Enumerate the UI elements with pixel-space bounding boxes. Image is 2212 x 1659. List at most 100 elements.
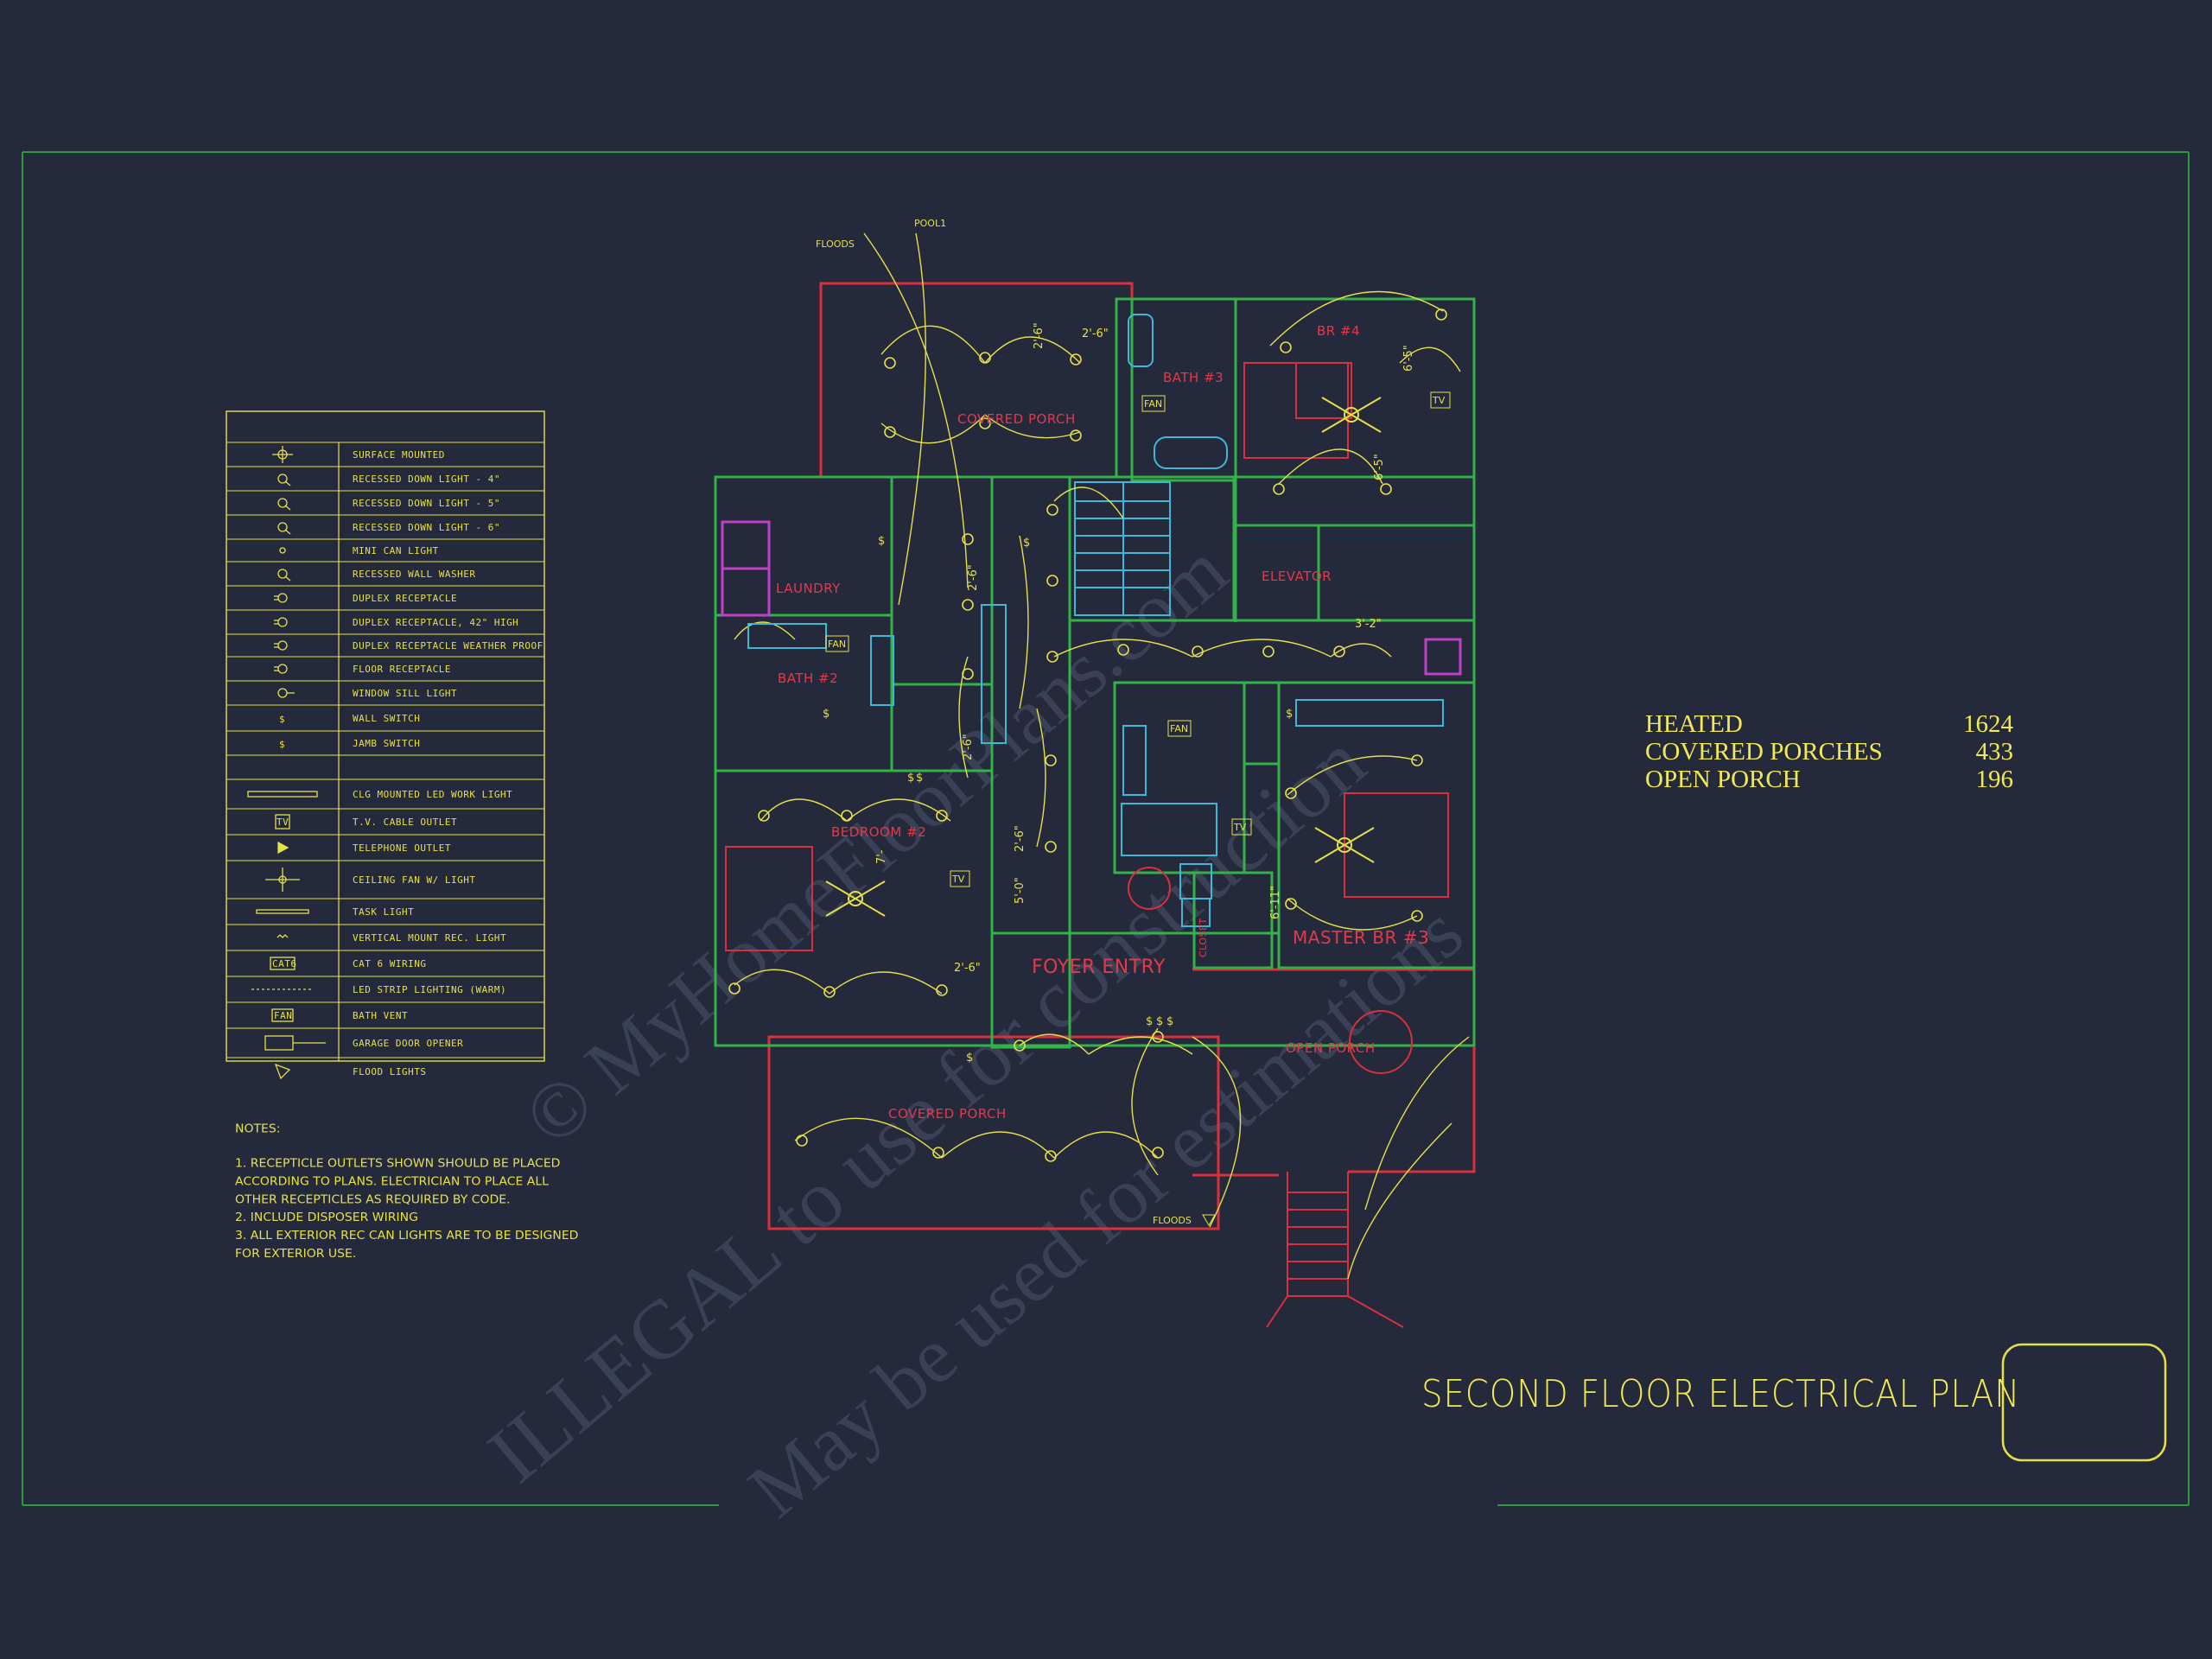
flood-light-icon [274, 1063, 291, 1080]
legend-label: MINI CAN LIGHT [353, 545, 439, 556]
legend-label: BATH VENT [353, 1010, 408, 1021]
area-value: 196 [1975, 766, 2014, 793]
legend-label: T.V. CABLE OUTLET [353, 817, 457, 828]
area-label: HEATED [1645, 710, 1743, 738]
dim-11: 6'-11" [1269, 886, 1282, 919]
jamb-switch-icon: $ [279, 739, 285, 750]
legend-label: DUPLEX RECEPTACLE, 42" HIGH [353, 617, 518, 628]
recessed-light-5-icon [277, 498, 291, 511]
recessed-light-6-icon [277, 522, 291, 535]
duplex-receptacle-42-icon [274, 617, 288, 627]
dim-5: 6'-5" [1402, 345, 1415, 372]
bath-vent-tag-3: FAN [1170, 723, 1188, 734]
legend-label: TELEPHONE OUTLET [353, 842, 451, 854]
ceiling-fan-icon [825, 397, 1382, 917]
legend-label: WINDOW SILL LIGHT [353, 688, 457, 699]
legend-label: RECESSED DOWN LIGHT - 5" [353, 498, 500, 509]
interior-walls [714, 297, 1476, 1049]
room-bath-3: BATH #3 [1163, 370, 1224, 385]
dim-7: 2'-6" [1014, 825, 1027, 852]
area-value: 433 [1975, 738, 2014, 766]
switch-7: $ [1166, 1015, 1173, 1028]
led-work-light-icon [247, 791, 318, 798]
area-row-open-porch: OPEN PORCH 196 [1645, 766, 2013, 793]
legend-label: RECESSED WALL WASHER [353, 569, 475, 580]
dim-9: 2'-6" [967, 564, 980, 591]
svg-text:CAT6: CAT6 [272, 958, 297, 969]
legend-label: FLOOD LIGHTS [353, 1066, 426, 1077]
room-br-4: BR #4 [1317, 323, 1360, 339]
legend-label: LED STRIP LIGHTING (WARM) [353, 984, 506, 995]
tv-outlet-icon: TV [275, 814, 290, 830]
notes-heading: NOTES: [235, 1122, 281, 1136]
area-row-heated: HEATED 1624 [1645, 710, 2013, 738]
legend-label: FLOOR RECEPTACLE [353, 664, 451, 675]
floor-plan: FAN FAN FAN TV TV TV $ $ $ $ $ $ $ $ $ $ [714, 218, 1476, 1328]
room-covered-porch-top: COVERED PORCH [957, 411, 1076, 427]
legend-label: CAT 6 WIRING [353, 958, 426, 969]
switch-1: $ [878, 535, 885, 548]
dimensions: 2'-6" 2'-6" 2'-6" 3'-2" 6'-5" 6'-5" 2'-6… [875, 322, 1415, 975]
room-elevator: ELEVATOR [1262, 569, 1332, 584]
switch-9: $ [1286, 708, 1293, 721]
callouts: FLOODS POOL1 FLOODS [816, 218, 1216, 1226]
cat6-icon: CAT6 [270, 957, 297, 970]
area-value: 1624 [1963, 710, 2013, 738]
legend-label: SURFACE MOUNTED [353, 449, 445, 461]
room-foyer: FOYER ENTRY [1032, 957, 1166, 978]
watermark: © MyHomeFloorPlans.com ILLEGAL to use fo… [471, 525, 1479, 1534]
dim-1: 2'-6" [1082, 327, 1109, 340]
dim-8: 5'-0" [1014, 877, 1027, 904]
bath-vent-tag-2: FAN [828, 639, 846, 650]
ceiling-fan-icon [265, 868, 300, 892]
bath-vent-icon: FAN [271, 1008, 294, 1022]
duplex-receptacle-icon [274, 593, 288, 603]
room-labels: COVERED PORCH LAUNDRY BATH #2 BATH #3 BR… [776, 323, 1429, 1122]
room-laundry: LAUNDRY [776, 581, 841, 596]
dim-3: 2'-6" [1033, 322, 1046, 349]
switch-6: $ [1156, 1015, 1163, 1028]
note-1: 1. RECEPTICLE OUTLETS SHOWN SHOULD BE PL… [235, 1157, 561, 1207]
weatherproof-receptacle-icon [274, 640, 288, 651]
room-covered-porch-bottom: COVERED PORCH [888, 1106, 1007, 1122]
note-3: 3. ALL EXTERIOR REC CAN LIGHTS ARE TO BE… [235, 1229, 579, 1261]
legend-label: RECESSED DOWN LIGHT - 6" [353, 522, 500, 533]
area-summary: HEATED 1624 COVERED PORCHES 433 OPEN POR… [1645, 710, 2013, 793]
callout-pool: POOL1 [914, 218, 946, 229]
legend-label: WALL SWITCH [353, 713, 420, 724]
plan-title: SECOND FLOOR ELECTRICAL PLAN [1421, 1372, 2021, 1416]
callout-floods-bottom: FLOODS [1153, 1215, 1192, 1226]
switch-8: $ [823, 708, 830, 721]
legend-label: VERTICAL MOUNT REC. LIGHT [353, 932, 506, 944]
dim-12: 7'- [875, 849, 888, 864]
svg-text:FAN: FAN [274, 1010, 292, 1021]
switch-3: $ [907, 772, 914, 785]
room-open-porch: OPEN PORCH [1286, 1040, 1376, 1056]
room-closet: CLOSET [1198, 918, 1209, 957]
dim-4: 3'-2" [1355, 618, 1382, 631]
callout-floods-top: FLOODS [816, 238, 855, 250]
recessed-light-4-icon [277, 474, 291, 486]
exterior-stair [1266, 1172, 1404, 1328]
legend-label: DUPLEX RECEPTACLE [353, 593, 457, 604]
switch-10: $ [966, 1052, 973, 1065]
room-master: MASTER BR #3 [1293, 927, 1429, 948]
legend-label: GARAGE DOOR OPENER [353, 1038, 463, 1049]
legend-label: JAMB SWITCH [353, 738, 420, 749]
wall-switch-icon: $ [279, 714, 285, 725]
switch-2: $ [1023, 537, 1030, 550]
svg-text:TV: TV [276, 817, 289, 828]
legend-label: CLG MOUNTED LED WORK LIGHT [353, 789, 512, 800]
surface-mounted-icon [272, 446, 293, 463]
room-bath-2: BATH #2 [778, 671, 838, 686]
general-notes: NOTES: 1. RECEPTICLE OUTLETS SHOWN SHOUL… [235, 1120, 581, 1262]
wall-washer-icon [277, 569, 291, 582]
tv-tag-2: TV [951, 874, 965, 885]
switch-glyph: $ [279, 714, 285, 725]
bath-fixtures [747, 314, 1444, 927]
mini-can-light-icon [279, 547, 286, 554]
title-block-box [2001, 1343, 2167, 1462]
room-bedroom-2: BEDROOM #2 [831, 824, 926, 840]
